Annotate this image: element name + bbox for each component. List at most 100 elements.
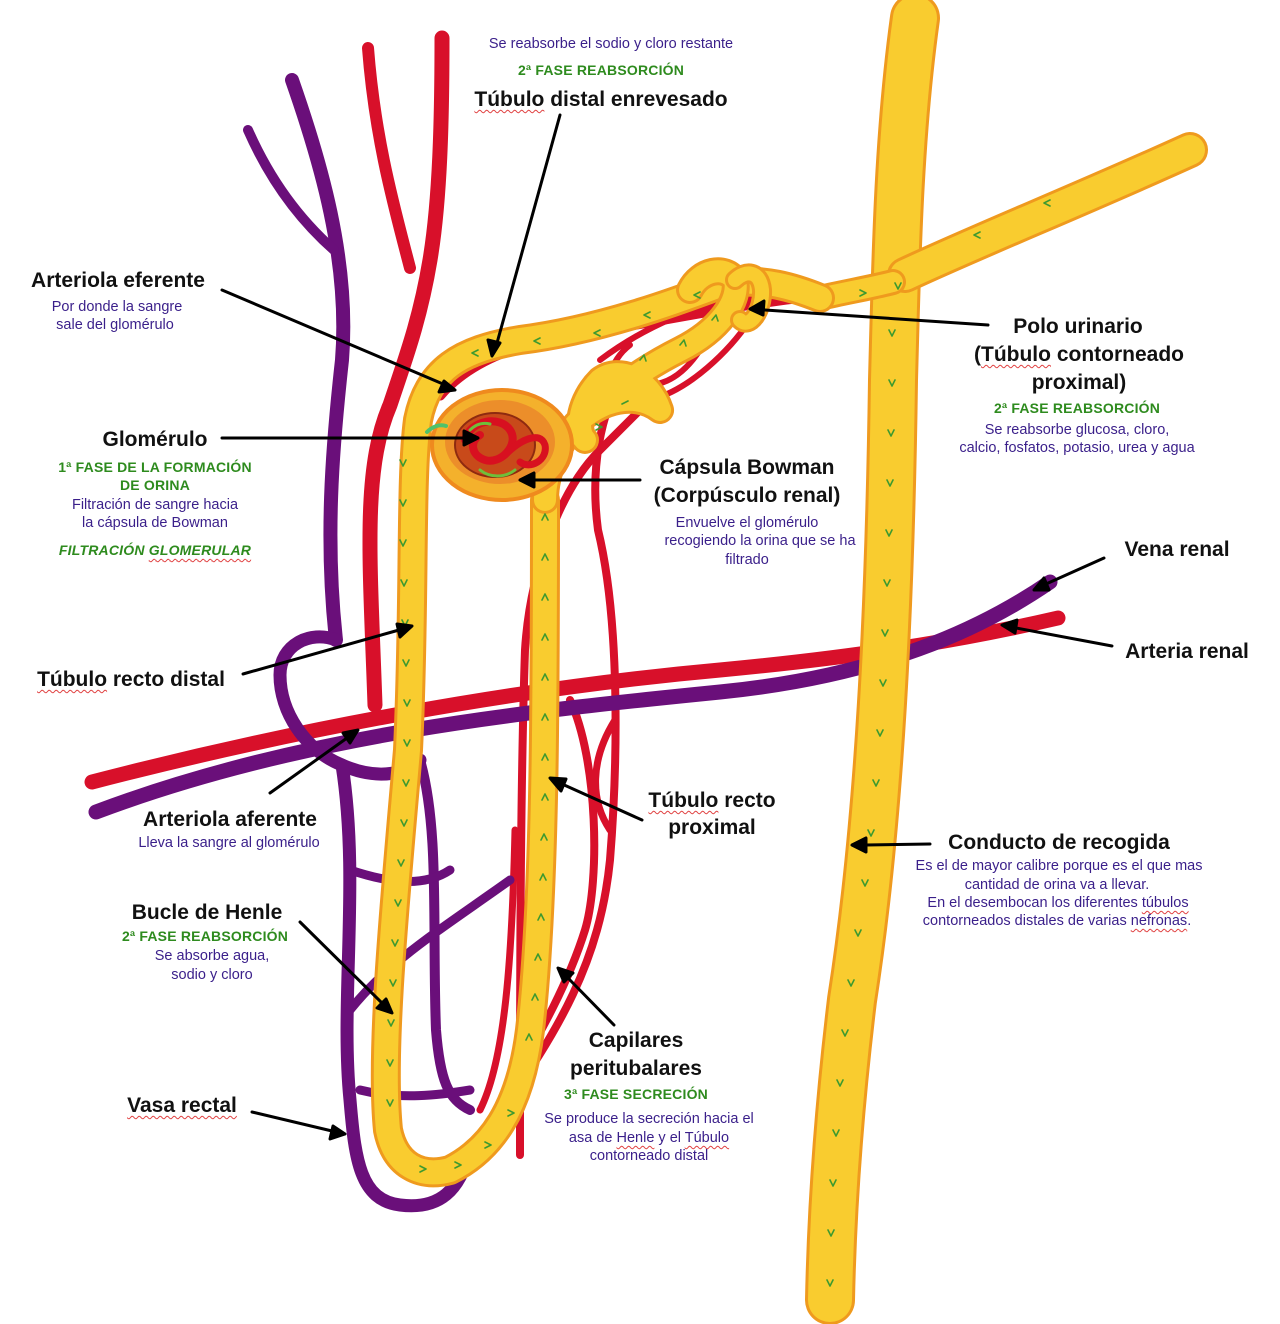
collecting-duct-sub-4: contorneados distales de varias nefronas… xyxy=(923,912,1191,930)
glomerulus-title: Glomérulo xyxy=(102,428,208,451)
collecting-duct-sub-3-a: En el desembocan los diferentes xyxy=(927,895,1142,911)
renal-artery-title: Arteria renal xyxy=(1125,640,1249,663)
descending-limb-arrows xyxy=(386,459,411,1107)
distal-convoluted-title-word: Túbulo xyxy=(474,88,545,111)
pointer-distal-convoluted xyxy=(486,113,562,358)
pointer-urinary-pole xyxy=(748,299,990,327)
pointer-proximal-straight xyxy=(548,776,644,822)
efferent-title: Arteriola eferente xyxy=(31,269,205,292)
bowman-sub-1: Envuelve el glomérulo xyxy=(675,515,819,531)
pointer-efferent xyxy=(220,288,457,394)
bowman-title-1: Cápsula Bowman xyxy=(659,456,835,479)
collecting-duct-sub-3-b: túbulos xyxy=(1141,895,1189,911)
distal-straight-title: Túbulo recto distal xyxy=(37,666,225,693)
distal-convoluted-title-rest: distal enrevesado xyxy=(544,88,728,111)
urinary-pole-sub-1: Se reabsorbe glucosa, cloro, xyxy=(984,422,1170,438)
efferent-sub-2: sale del glomérulo xyxy=(56,317,174,333)
peritubular-title-1: Capilares xyxy=(588,1029,684,1052)
proximal-convoluted-arrows xyxy=(595,314,719,431)
flow-arrows xyxy=(386,199,1051,1287)
peritubular-sub-2-c: y el xyxy=(654,1130,685,1146)
urinary-pole-sub-2: calcio, fosfatos, potasio, urea y agua xyxy=(959,440,1195,456)
distal-convoluted-description: Se reabsorbe el sodio y cloro restante xyxy=(488,36,734,52)
afferent-title: Arteriola aferente xyxy=(143,808,317,831)
distal-straight-title-rest: recto distal xyxy=(107,668,225,691)
peritubular-phase: 3ª FASE SECRECIÓN xyxy=(564,1086,708,1102)
urinary-pole-title-1: Polo urinario xyxy=(1013,315,1143,338)
pointer-vasa-recta xyxy=(250,1110,347,1141)
bowman-title-2: (Corpúsculo renal) xyxy=(653,484,841,507)
collecting-duct-sub-2: cantidad de orina va a llevar. xyxy=(964,877,1150,893)
peritubular-sub-3: contorneado distal xyxy=(589,1148,709,1164)
urinary-pole-title-2-c: contorneado xyxy=(1050,343,1184,366)
urinary-pole-title-2-b: Túbulo xyxy=(981,343,1051,366)
distal-straight-title-word: Túbulo xyxy=(37,668,108,691)
henle-sub-1: Se absorbe agua, xyxy=(154,948,270,964)
distal-convoluted-arrows xyxy=(471,291,701,357)
pointer-bowman xyxy=(518,471,642,489)
ascending-artery-branch xyxy=(362,42,416,274)
henle-sub-2: sodio y cloro xyxy=(171,967,253,983)
collecting-duct-sub-4-b: nefronas xyxy=(1130,913,1188,929)
collecting-duct-sub-4-c: . xyxy=(1187,913,1192,929)
collecting-duct-sub-3: En el desembocan los diferentes túbulos xyxy=(927,894,1188,912)
ascending-artery-left xyxy=(362,30,450,713)
pointer-distal-straight xyxy=(241,622,414,676)
distal-convoluted-title: Túbulo distal enrevesado xyxy=(474,86,727,113)
vein-branch-left xyxy=(243,125,339,255)
vasa-recta-outer xyxy=(335,758,477,1213)
peritubular-sub-1: Se produce la secreción hacia el xyxy=(544,1111,754,1127)
vasa-recta-title: Vasa rectal xyxy=(127,1092,237,1119)
peritubular-sub-2-d: Túbulo xyxy=(684,1130,730,1146)
glomerulus-sub-1: Filtración de sangre hacia xyxy=(71,497,239,513)
henle-title: Bucle de Henle xyxy=(131,901,283,924)
renal-vein xyxy=(88,574,1058,820)
pointer-arrows xyxy=(220,113,1114,1141)
ascending-limb-arrows xyxy=(525,513,549,1041)
vasa-recta-title-text: Vasa rectal xyxy=(127,1094,237,1117)
glomerulus-phase-2: DE ORINA xyxy=(119,477,191,493)
bowman-sub-2: recogiendo la orina que se ha xyxy=(664,533,856,549)
collecting-branch-arrows xyxy=(859,199,1051,297)
pointer-collecting-duct xyxy=(850,836,932,854)
glomerulus-phase-3: FILTRACIÓN GLOMERULAR xyxy=(59,541,251,559)
collecting-duct-arrows xyxy=(826,329,896,1287)
distal-convoluted-phase: 2ª FASE REABSORCIÓN xyxy=(517,62,685,78)
glomerulus-phase-3-b: GLOMERULAR xyxy=(148,542,252,558)
proximal-straight-title-word: Túbulo xyxy=(648,789,719,812)
peritubular-capillary-2 xyxy=(491,371,629,1124)
vein-loop xyxy=(273,630,427,781)
urinary-pole-title-3: proximal) xyxy=(1031,371,1127,394)
pointer-glomerulus xyxy=(220,429,480,447)
urinary-pole-phase: 2ª FASE REABSORCIÓN xyxy=(993,400,1161,416)
nephron-tubule xyxy=(370,257,835,1188)
ascending-vein xyxy=(285,73,351,647)
pointer-henle xyxy=(298,920,394,1015)
efferent-sub-1: Por donde la sangre xyxy=(51,299,183,315)
proximal-straight-title-2: proximal xyxy=(668,816,756,839)
peritubular-title-2: peritubalares xyxy=(570,1057,702,1080)
bowman-sub-3: filtrado xyxy=(725,552,769,568)
glomerulus-sub-2: la cápsula de Bowman xyxy=(82,515,228,531)
glomerulus xyxy=(425,412,549,478)
urinary-pole-title-2: (Túbulo contorneado xyxy=(974,341,1184,368)
pointer-renal-artery xyxy=(1000,618,1114,648)
peritubular-sub-2: asa de Henle y el Túbulo xyxy=(569,1129,729,1147)
urinary-pole-title-2-a: ( xyxy=(974,343,981,366)
pointer-peritubular xyxy=(556,966,616,1027)
collecting-duct-title: Conducto de recogida xyxy=(948,831,1170,854)
collecting-duct-sub-1: Es el de mayor calibre porque es el que … xyxy=(915,858,1203,874)
peritubular-sub-2-a: asa de xyxy=(568,1130,617,1146)
proximal-straight-title-rest: recto xyxy=(718,789,776,812)
glomerulus-phase-1: 1ª FASE DE LA FORMACIÓN xyxy=(58,459,252,475)
veins xyxy=(88,73,1058,1213)
collecting-duct-sub-4-a: contorneados distales de varias xyxy=(922,913,1131,929)
renal-vein-title: Vena renal xyxy=(1124,538,1230,561)
glomerulus-phase-3-a: FILTRACIÓN xyxy=(58,542,149,558)
afferent-sub: Lleva la sangre al glomérulo xyxy=(138,835,320,851)
pointer-renal-vein xyxy=(1032,556,1106,592)
henle-phase: 2ª FASE REABSORCIÓN xyxy=(121,928,289,944)
loop-bottom-arrows xyxy=(419,1109,515,1173)
